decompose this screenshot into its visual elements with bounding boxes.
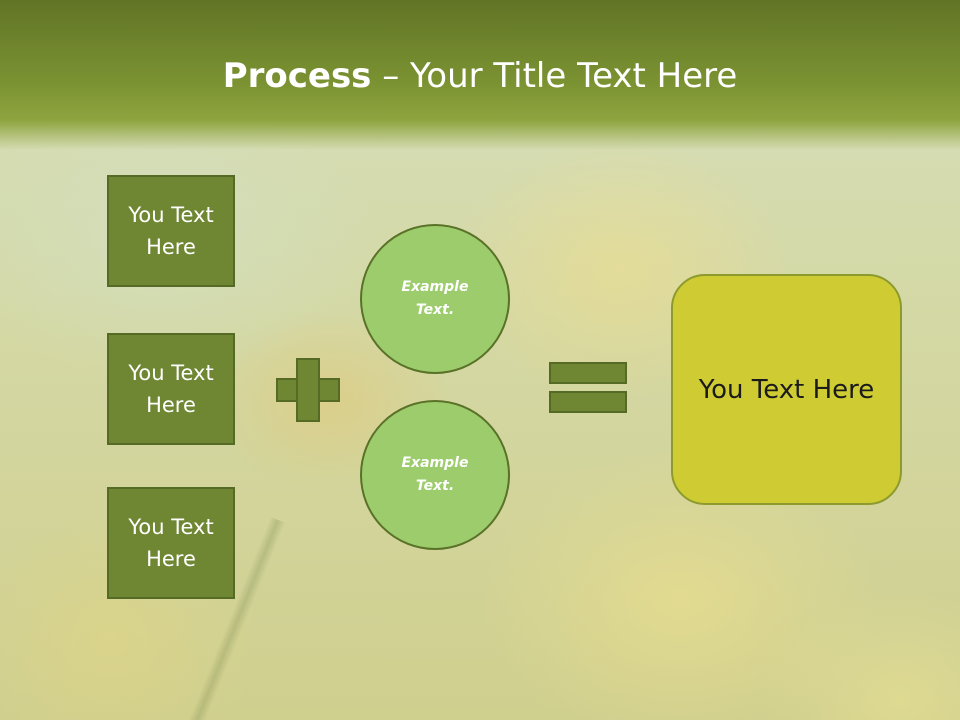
result-box[interactable]: You Text Here — [671, 274, 902, 505]
title-bar: Process – Your Title Text Here — [0, 0, 960, 150]
input-box-label: You Text Here — [128, 361, 214, 417]
plus-sign-icon — [276, 358, 340, 422]
result-label: You Text Here — [698, 374, 875, 405]
plus-center — [298, 380, 318, 400]
title-regular-part: – Your Title Text Here — [371, 56, 738, 96]
slide-title[interactable]: Process – Your Title Text Here — [0, 50, 960, 102]
title-bold-part: Process — [222, 56, 372, 96]
example-circle-1[interactable]: Example Text. — [360, 224, 510, 374]
circle-label: Example Text. — [401, 279, 469, 318]
input-box-label: You Text Here — [128, 203, 214, 259]
example-circle-2[interactable]: Example Text. — [360, 400, 510, 550]
equals-top-bar — [549, 362, 627, 384]
equals-bottom-bar — [549, 391, 627, 413]
input-box-2[interactable]: You Text Here — [107, 333, 235, 445]
input-box-label: You Text Here — [128, 515, 214, 571]
input-box-3[interactable]: You Text Here — [107, 487, 235, 599]
circle-label: Example Text. — [401, 455, 469, 494]
input-box-1[interactable]: You Text Here — [107, 175, 235, 287]
